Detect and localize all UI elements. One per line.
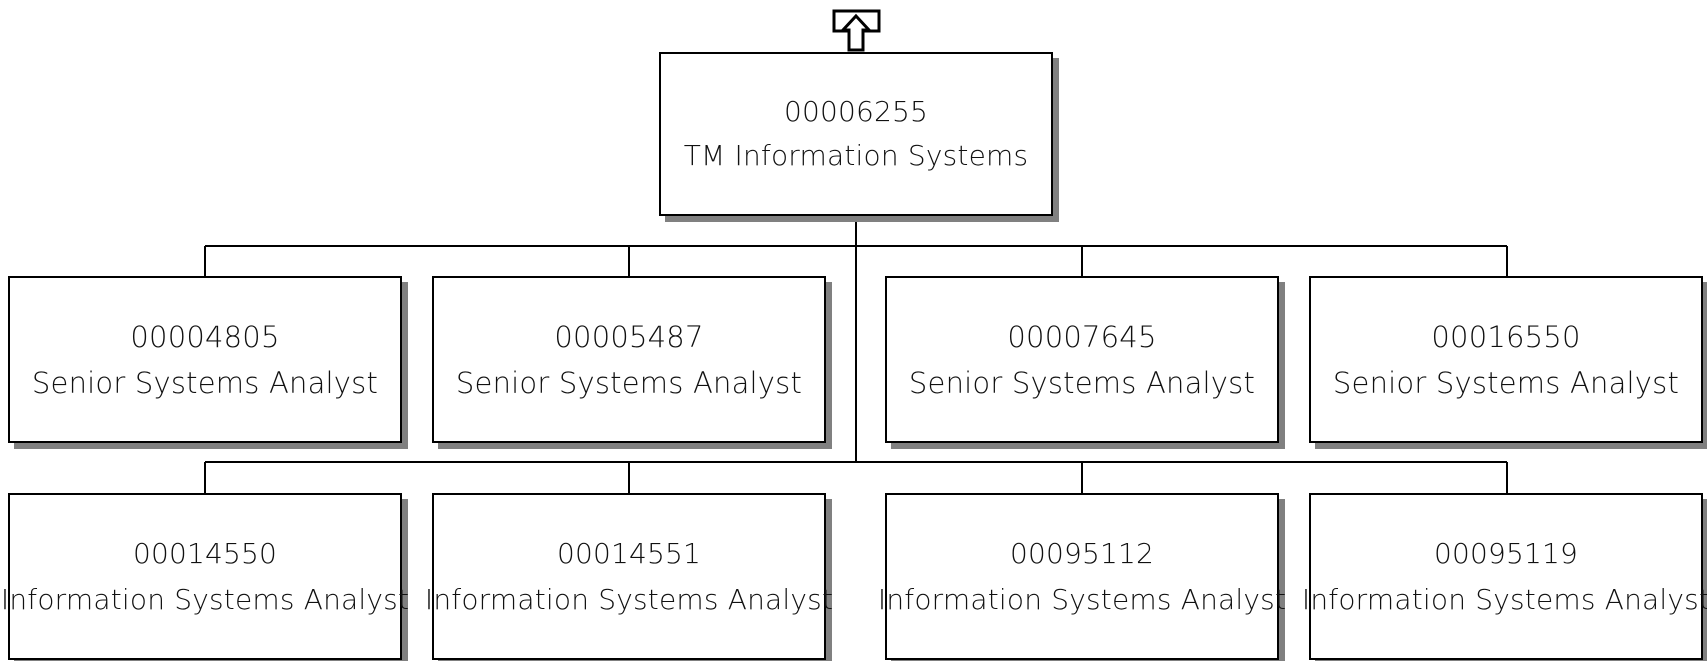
org-node-root[interactable]: 00006255 TM Information Systems: [659, 52, 1053, 216]
navigate-up-icon[interactable]: [832, 9, 881, 52]
position-id: 00007645: [1007, 319, 1157, 354]
position-id: 00005487: [554, 319, 704, 354]
org-node-senior-analyst[interactable]: 00005487 Senior Systems Analyst: [432, 276, 826, 443]
position-id: 00095112: [1009, 536, 1155, 570]
position-title: TM Information Systems: [683, 139, 1029, 172]
org-node-analyst[interactable]: 00095119 Information Systems Analyst: [1302, 493, 1707, 660]
position-title: Information Systems Analyst: [424, 582, 834, 616]
org-node-analyst[interactable]: 00095112 Information Systems Analyst: [878, 493, 1286, 660]
position-title: Senior Systems Analyst: [908, 365, 1256, 400]
position-title: Senior Systems Analyst: [1332, 365, 1680, 400]
position-id: 00095119: [1433, 536, 1579, 570]
position-title: Senior Systems Analyst: [31, 365, 379, 400]
position-title: Senior Systems Analyst: [455, 365, 803, 400]
position-id: 00014550: [132, 536, 278, 570]
org-node-senior-analyst[interactable]: 00007645 Senior Systems Analyst: [885, 276, 1279, 443]
position-title: Information Systems Analyst: [1301, 582, 1707, 616]
position-id: 00014551: [556, 536, 702, 570]
position-id: 00016550: [1431, 319, 1581, 354]
position-title: Information Systems Analyst: [877, 582, 1287, 616]
position-title: Information Systems Analyst: [0, 582, 410, 616]
org-node-senior-analyst[interactable]: 00016550 Senior Systems Analyst: [1309, 276, 1703, 443]
org-node-senior-analyst[interactable]: 00004805 Senior Systems Analyst: [8, 276, 402, 443]
org-node-analyst[interactable]: 00014550 Information Systems Analyst: [1, 493, 409, 660]
position-id: 00004805: [130, 319, 280, 354]
position-id: 00006255: [783, 95, 929, 128]
org-node-analyst[interactable]: 00014551 Information Systems Analyst: [425, 493, 833, 660]
